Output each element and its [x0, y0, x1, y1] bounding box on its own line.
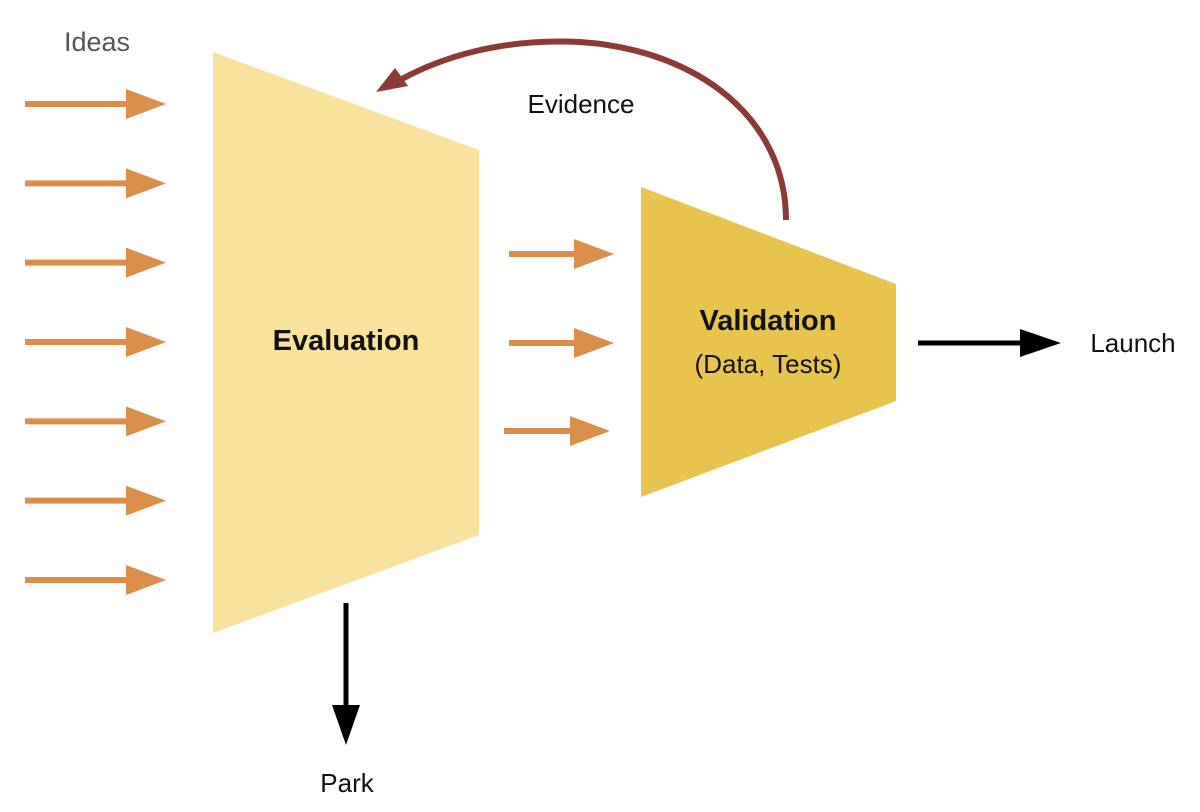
middle-arrow-head-icon — [574, 328, 614, 358]
idea-arrow-head-icon — [126, 89, 166, 119]
idea-arrow — [25, 247, 166, 278]
validation-funnel — [641, 187, 896, 497]
idea-arrow-head-icon — [126, 485, 166, 516]
launch-arrowhead-icon — [1020, 329, 1061, 357]
idea-arrow — [25, 485, 166, 516]
evidence-arrowhead-icon — [376, 68, 408, 92]
launch-label: Launch — [1090, 328, 1175, 358]
middle-arrow — [504, 416, 610, 446]
middle-arrow — [509, 328, 614, 358]
idea-arrow — [25, 168, 166, 199]
validation-label: Validation — [700, 305, 837, 337]
middle-arrow-head-icon — [570, 416, 610, 446]
idea-arrow — [25, 565, 166, 595]
park-arrowhead-icon — [332, 705, 360, 745]
idea-arrow — [25, 327, 166, 357]
evaluation-to-validation-arrows — [504, 239, 614, 446]
park-label: Park — [320, 768, 374, 798]
idea-arrow-head-icon — [126, 406, 166, 437]
evaluation-funnel — [213, 52, 479, 633]
idea-arrow-head-icon — [126, 168, 166, 199]
idea-arrow — [25, 89, 166, 119]
evaluation-label: Evaluation — [273, 325, 420, 357]
middle-arrow — [509, 239, 614, 269]
idea-arrow-head-icon — [126, 565, 166, 595]
evidence-label: Evidence — [528, 89, 635, 119]
idea-arrows — [25, 89, 166, 595]
validation-subtitle: (Data, Tests) — [695, 349, 842, 379]
idea-arrow-head-icon — [126, 327, 166, 357]
idea-arrow — [25, 406, 166, 437]
evidence-feedback-arrow — [398, 38, 789, 221]
middle-arrow-head-icon — [574, 239, 614, 269]
idea-arrow-head-icon — [126, 247, 166, 278]
ideas-label: Ideas — [64, 27, 130, 57]
